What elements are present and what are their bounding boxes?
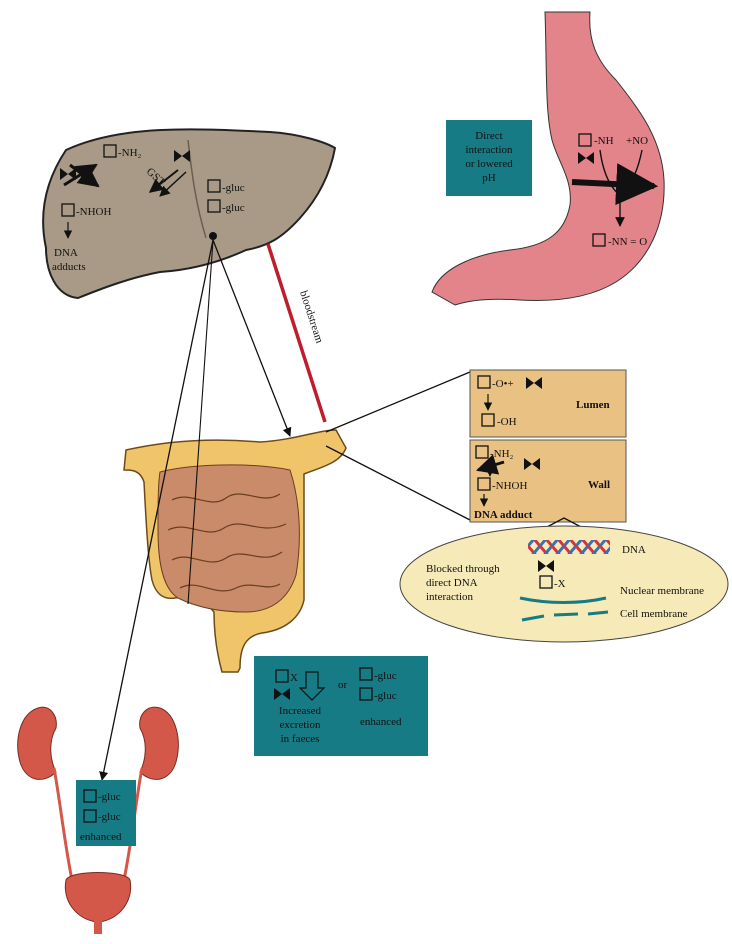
excretion-faeces: in faeces xyxy=(281,733,320,745)
liver-gluc1-label: -gluc xyxy=(222,182,245,194)
stomach-no-label: +NO xyxy=(626,135,648,147)
liver-nhoh-label: -NHOH xyxy=(76,206,111,218)
zoom-line-top xyxy=(326,372,470,432)
stomach-nh-label: -NH xyxy=(594,135,614,147)
stomach-info-line1: Direct xyxy=(475,130,502,142)
wall-nhoh-label: -NHOH xyxy=(492,480,527,492)
bloodstream-label: bloodstream xyxy=(297,289,325,345)
kidney-gluc2: -gluc xyxy=(98,811,121,823)
colon-panel: -O•+ -OH Lumen -NH₂ -NHOH DNA adduct Wal… xyxy=(470,370,626,522)
bladder xyxy=(65,873,130,923)
liver-adducts-label: adducts xyxy=(52,261,86,273)
liver-origin-dot xyxy=(209,232,217,240)
left-kidney xyxy=(18,707,57,779)
wall-nh2-label: -NH₂ xyxy=(490,448,514,460)
blocked-line3: interaction xyxy=(426,591,474,603)
zoom-line-bottom xyxy=(326,446,470,520)
excretion-enhanced: enhanced xyxy=(360,716,402,728)
dna-adduct-label: DNA adduct xyxy=(474,509,533,521)
liver: -NH₂ GST -NHOH DNA adducts -gluc -gluc xyxy=(43,129,335,298)
lumen-label: Lumen xyxy=(576,399,610,411)
kidney-enhanced: enhanced xyxy=(80,831,122,843)
liver-dna-label: DNA xyxy=(54,247,78,259)
lumen-product-label: -OH xyxy=(497,416,517,428)
kidney-gluc1: -gluc xyxy=(98,791,121,803)
cell-x-label: -X xyxy=(554,578,566,590)
urethra xyxy=(94,920,102,934)
blocked-line1: Blocked through xyxy=(426,563,500,575)
left-ureter xyxy=(54,768,72,880)
excretion-x-label: X xyxy=(290,672,298,684)
stomach-block-arrow xyxy=(572,182,654,186)
cell-dna-label: DNA xyxy=(622,544,646,556)
urinary-system: -gluc -gluc enhanced xyxy=(18,707,179,934)
wall-label: Wall xyxy=(588,479,610,491)
stomach-product-label: -NN = O xyxy=(608,236,647,248)
liver-to-colon-arrow xyxy=(213,240,290,436)
liver-gluc2-label: -gluc xyxy=(222,202,245,214)
cell: DNA -X Blocked through direct DNA intera… xyxy=(400,526,728,642)
blocked-line2: direct DNA xyxy=(426,577,478,589)
stomach-info-line4: pH xyxy=(482,172,496,184)
excretion-increased: Increased xyxy=(279,705,322,717)
dna-helix xyxy=(528,540,610,554)
stomach: Direct interaction or lowered pH -NH +NO… xyxy=(432,12,664,305)
intestine xyxy=(124,430,346,672)
lumen-reactant-label: -O•+ xyxy=(492,378,514,390)
right-kidney xyxy=(140,707,179,779)
excretion-or: or xyxy=(338,679,348,691)
cell-membrane-label: Cell membrane xyxy=(620,608,688,620)
stomach-info-line2: interaction xyxy=(465,144,513,156)
excretion-excretion: excretion xyxy=(280,719,321,731)
nuclear-membrane-label: Nuclear membrane xyxy=(620,585,704,597)
excretion-box: X Increased excretion in faeces or -gluc… xyxy=(254,656,428,756)
stomach-info-line3: or lowered xyxy=(465,158,513,170)
excretion-gluc1: -gluc xyxy=(374,670,397,682)
liver-nh2-label: -NH₂ xyxy=(118,147,142,159)
excretion-gluc2: -gluc xyxy=(374,690,397,702)
